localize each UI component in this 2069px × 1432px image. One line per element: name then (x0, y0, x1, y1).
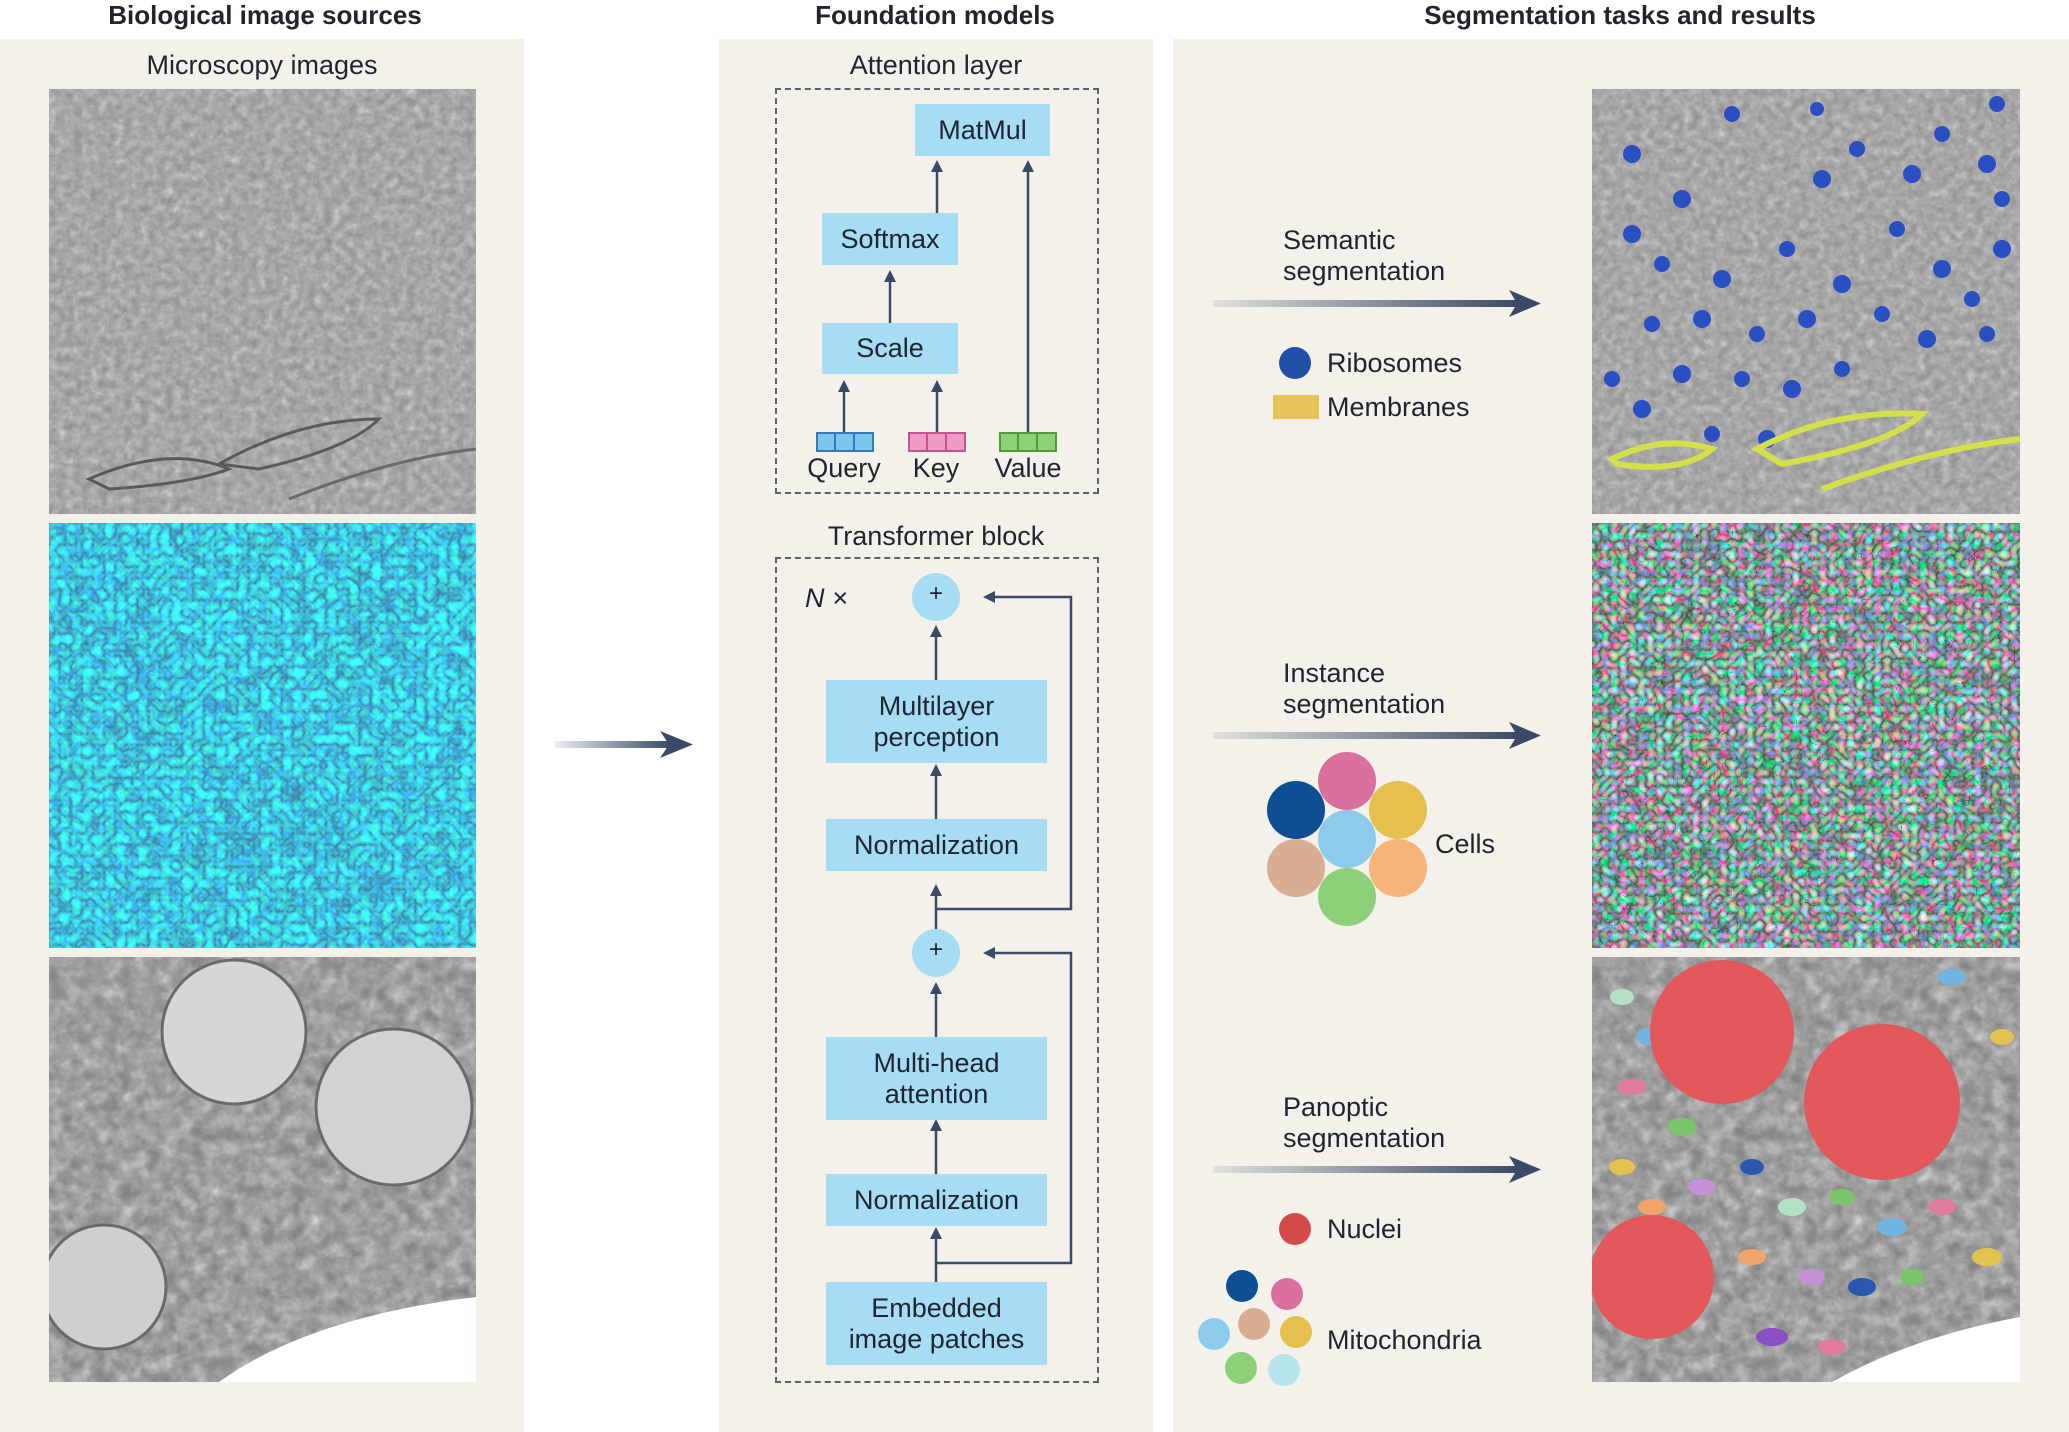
cryo-et-image (49, 89, 476, 514)
attention-frame (775, 88, 1099, 494)
transformer-arrows (912, 573, 1073, 1282)
embed-label-1: Embedded (871, 1292, 1002, 1323)
membrane-swatch (1273, 395, 1319, 419)
nuclei-label: Nuclei (1327, 1214, 1403, 1244)
transformer-title: Transformer block (827, 521, 1045, 551)
softmax-box: Softmax (822, 213, 958, 265)
panoptic-result-image (1592, 957, 2020, 1382)
mha-label-2: attention (884, 1078, 989, 1109)
matmul-box: MatMul (915, 104, 1050, 156)
membranes-label: Membranes (1327, 392, 1470, 422)
norm-box-top: Normalization (826, 819, 1047, 871)
repeat-label: N × (805, 583, 848, 613)
embed-label-2: image patches (848, 1323, 1025, 1354)
query-label: Query (807, 453, 881, 483)
residual-add-top: + (928, 580, 943, 607)
mha-label-1: Multi-head (873, 1047, 1000, 1078)
semantic-arrow (1213, 290, 1541, 317)
header-tasks: Segmentation tasks and results (1424, 0, 1816, 30)
ribosomes-label: Ribosomes (1327, 348, 1463, 378)
embed-box: Embedded image patches (826, 1282, 1047, 1365)
cells-label: Cells (1435, 829, 1496, 859)
instance-result-image (1592, 523, 2020, 948)
transformer-frame (775, 557, 1099, 1383)
semantic-label-1: Semantic (1283, 225, 1396, 255)
instance-label-2: segmentation (1283, 689, 1446, 719)
key-label: Key (912, 453, 960, 483)
header-sources: Biological image sources (108, 0, 422, 30)
electron-microscopy-image (49, 957, 476, 1382)
header-models: Foundation models (815, 0, 1055, 30)
semantic-label-2: segmentation (1283, 256, 1446, 286)
norm-box-bottom: Normalization (826, 1174, 1047, 1226)
semantic-result-image (1592, 89, 2020, 514)
instance-arrow (1213, 722, 1541, 749)
cells-swatch (1267, 752, 1427, 926)
value-label: Value (994, 453, 1062, 483)
panoptic-label-1: Panoptic (1283, 1092, 1389, 1122)
fluorescence-image (49, 523, 476, 948)
residual-add-bottom: + (928, 936, 943, 963)
attention-arrows (816, 160, 1057, 452)
scale-box: Scale (822, 323, 958, 374)
microscopy-title: Microscopy images (146, 50, 378, 80)
panoptic-label-2: segmentation (1283, 1123, 1446, 1153)
mlp-label-1: Multilayer (878, 690, 995, 721)
mitochondria-label: Mitochondria (1327, 1325, 1482, 1355)
mha-box: Multi-head attention (826, 1037, 1047, 1120)
input-arrow (555, 731, 693, 758)
ribosome-swatch (1279, 347, 1311, 379)
nuclei-swatch (1279, 1213, 1311, 1245)
instance-label-1: Instance (1283, 658, 1386, 688)
attention-title: Attention layer (849, 50, 1023, 80)
panoptic-arrow (1213, 1156, 1541, 1183)
mitochondria-swatch (1198, 1270, 1312, 1386)
mlp-label-2: perception (873, 721, 1000, 752)
mlp-box: Multilayer perception (826, 680, 1047, 763)
